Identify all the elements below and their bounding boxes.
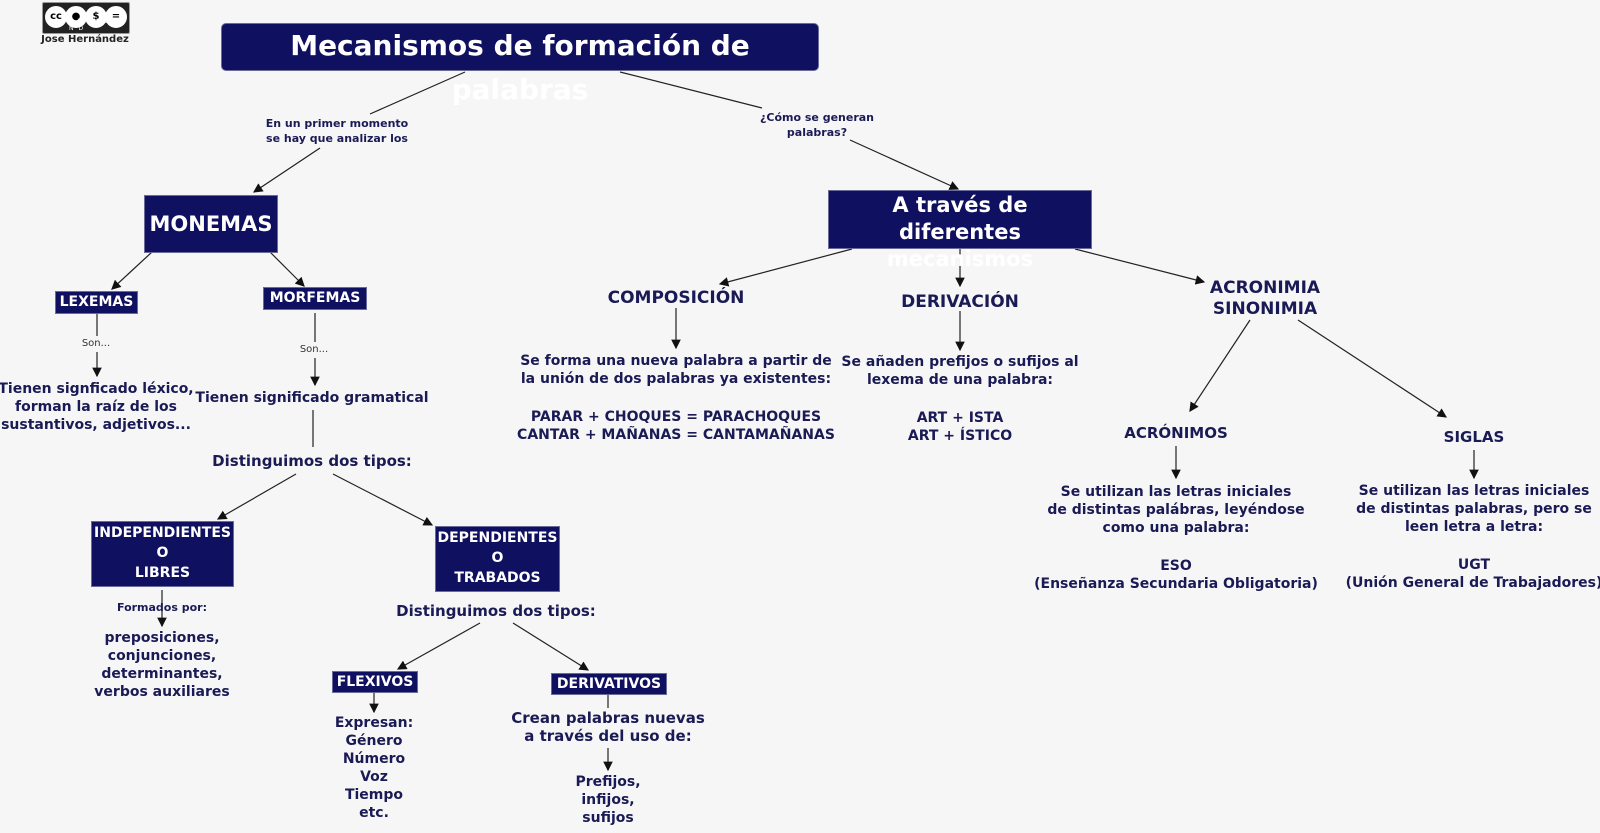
morfemas-node: MORFEMAS [264,288,366,309]
page-title: Mecanismos de formación de palabras [222,24,818,106]
arrow-to-acronimos [1189,319,1251,413]
nd-icon: = [105,6,127,28]
lexemas-node: LEXEMAS [56,292,137,313]
author: Jose Hernández [41,34,129,45]
monemas-node: MONEMAS [145,196,277,252]
line-title-right [619,71,763,109]
distinguimos-label-1: Distinguimos dos tipos: [212,452,412,470]
independientes-description: preposiciones,conjunciones, determinante… [94,630,230,700]
license-badge-text: BY NC ND [69,18,113,32]
morfemas-son-label: Son... [299,344,329,355]
flexivos-node: FLEXIVOS [333,672,417,692]
line-title-left [369,71,466,115]
derivacion-heading: DERIVACIÓN [901,292,1019,312]
arrow-to-monemas [253,147,321,193]
arrow-to-mecanismos [849,139,960,190]
lexemas-son-label: Son... [81,338,111,349]
formados-label: Formados por: [117,601,207,614]
derivativos-node: DERIVATIVOS [552,674,666,694]
siglas-example: UGT(Unión General de Trabajadores) [1345,557,1600,591]
arrow-to-derivativos [512,622,590,671]
acronimos-example: ESO(Enseñanza Secundaria Obligatoria) [1034,558,1318,592]
distinguimos-label-2: Distinguimos dos tipos: [396,602,596,620]
acronimos-heading: ACRÓNIMOS [1124,424,1228,442]
siglas-heading: SIGLAS [1443,428,1505,446]
derivativos-list: Prefijos,infijos,sufijos [575,774,641,826]
composicion-heading: COMPOSICIÓN [607,288,745,308]
arrow-to-independientes [216,473,297,520]
license-badge: cc ● $ = BY NC ND [42,2,130,34]
morfemas-description: Tienen significado gramatical [195,390,429,406]
arrow-to-acronimia [1074,248,1206,285]
arrow-to-siglas [1297,319,1448,418]
arrow-to-lexemas [111,251,153,290]
arrow-to-composicion [718,248,853,287]
arrow-to-morfemas [269,251,305,287]
cc-icon: cc [45,6,67,28]
arrow-to-dependientes [332,473,434,526]
lexemas-description: Tienen signficado léxico,forman la raíz … [0,381,194,433]
arrow-to-flexivos [396,622,481,670]
